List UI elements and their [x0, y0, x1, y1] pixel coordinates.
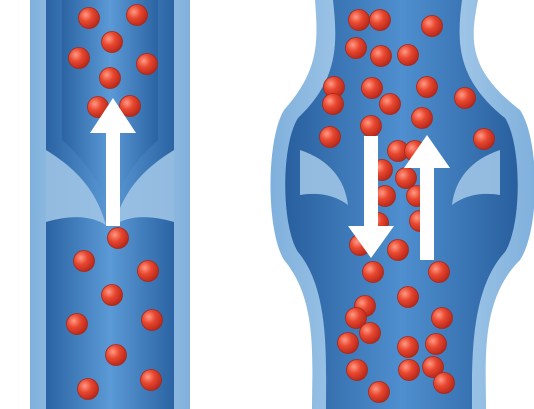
varicose-vein-blood-cell	[399, 360, 420, 381]
healthy-vein-blood-cell	[79, 8, 100, 29]
varicose-vein-blood-cell	[412, 108, 433, 129]
healthy-vein-blood-cell	[138, 261, 159, 282]
varicose-vein-blood-cell	[362, 78, 383, 99]
varicose-vein-blood-cell	[398, 287, 419, 308]
varicose-vein-blood-cell	[369, 382, 390, 403]
varicose-vein-blood-cell	[398, 337, 419, 358]
varicose-vein-blood-cell	[323, 94, 344, 115]
healthy-vein-blood-cell	[137, 54, 158, 75]
healthy-vein-blood-cell	[141, 370, 162, 391]
varicose-vein-blood-cell	[398, 45, 419, 66]
varicose-vein-blood-cell	[361, 116, 382, 137]
healthy-vein-blood-cell	[142, 310, 163, 331]
varicose-vein-blood-cell	[455, 88, 476, 109]
varicose-vein-blood-cell	[360, 323, 381, 344]
healthy-vein-blood-cell	[127, 5, 148, 26]
varicose-vein-blood-cell	[434, 373, 455, 394]
varicose-vein-blood-cell	[338, 333, 359, 354]
varicose-vein-blood-cell	[388, 240, 409, 261]
healthy-vein-blood-cell	[100, 68, 121, 89]
varicose-vein-blood-cell	[429, 262, 450, 283]
healthy-vein	[30, 0, 190, 409]
healthy-vein-blood-cell	[102, 285, 123, 306]
healthy-vein-blood-cell	[67, 314, 88, 335]
varicose-vein-blood-cell	[346, 38, 367, 59]
varicose-vein-blood-cell	[347, 360, 368, 381]
healthy-vein-blood-cell	[106, 345, 127, 366]
varicose-vein	[271, 0, 534, 409]
varicose-vein-blood-cell	[396, 168, 417, 189]
varicose-vein-blood-cell	[380, 94, 401, 115]
varicose-vein-blood-cell	[371, 46, 392, 67]
healthy-vein-blood-cell	[102, 32, 123, 53]
varicose-vein-blood-cell	[417, 77, 438, 98]
varicose-vein-blood-cell	[426, 334, 447, 355]
healthy-vein-blood-cell	[78, 379, 99, 400]
varicose-vein-blood-cell	[432, 308, 453, 329]
healthy-vein-blood-cell	[74, 251, 95, 272]
healthy-vein-blood-cell	[69, 48, 90, 69]
healthy-vein-blood-cell	[108, 228, 129, 249]
varicose-vein-blood-cell	[370, 10, 391, 31]
varicose-vein-blood-cell	[349, 10, 370, 31]
varicose-vein-blood-cell	[363, 262, 384, 283]
varicose-vein-blood-cell	[320, 127, 341, 148]
varicose-vein-blood-cell	[474, 129, 495, 150]
varicose-vein-blood-cell	[422, 16, 443, 37]
